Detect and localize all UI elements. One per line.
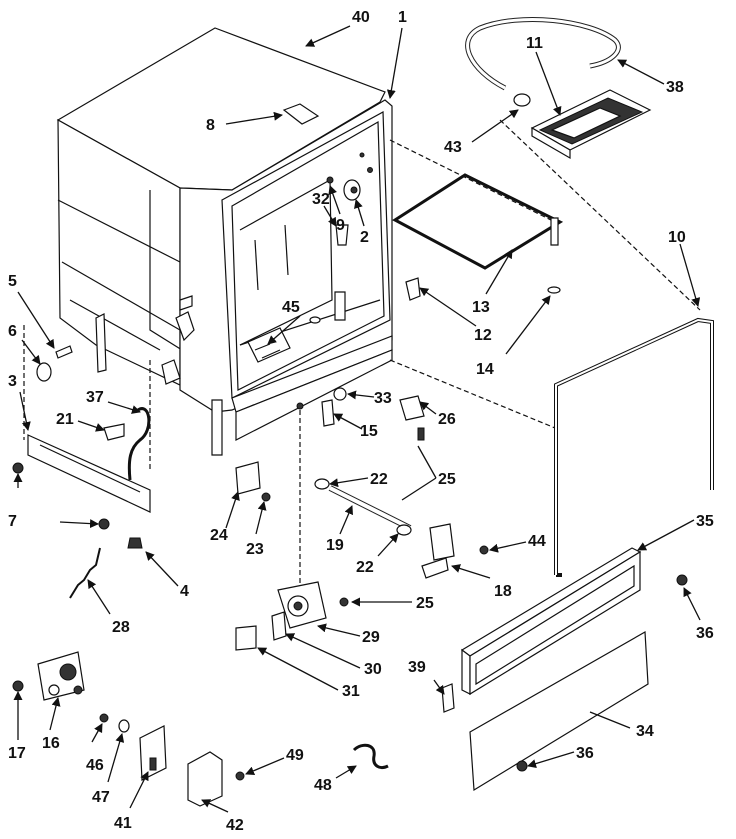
callout-40: 40: [352, 9, 370, 26]
part-21: [103, 423, 125, 441]
part-11: [530, 89, 652, 160]
part-34: [469, 630, 649, 792]
callout-17: 17: [8, 745, 26, 762]
part-44: [479, 545, 489, 555]
callout-24: 24: [210, 527, 228, 544]
callout-19: 19: [326, 537, 344, 554]
part-30: [271, 611, 287, 641]
callout-46: 46: [86, 757, 104, 774]
callout-25b: 25: [416, 595, 434, 612]
part-35: [460, 547, 642, 696]
part-8: [282, 103, 320, 125]
callout-35: 35: [696, 513, 714, 530]
callout-4: 4: [180, 583, 189, 600]
part-7: [12, 462, 24, 474]
part-46: [99, 713, 109, 723]
callout-39: 39: [408, 659, 426, 676]
callout-48: 48: [314, 777, 332, 794]
part-5: [55, 345, 73, 359]
callout-3: 3: [8, 373, 17, 390]
part-42: [187, 751, 223, 807]
callout-36: 36: [696, 625, 714, 642]
callout-33: 33: [374, 390, 392, 407]
callout-26: 26: [438, 411, 456, 428]
part-33: [333, 387, 347, 401]
part-23: [261, 492, 271, 502]
callout-41: 41: [114, 815, 132, 832]
part-12: [405, 277, 421, 301]
callout-32: 32: [312, 191, 330, 208]
part-13: [392, 173, 564, 270]
part-49: [235, 771, 245, 781]
part-24: [235, 461, 261, 495]
part-31: [235, 625, 257, 651]
part-16: [37, 651, 85, 701]
part-28: [69, 547, 101, 599]
part-3: [27, 434, 151, 513]
part-4: [127, 537, 143, 549]
callout-23: 23: [246, 541, 264, 558]
callout-labels: 40 1 11 38 8 43 32 9 2 10 5 45 13 12 6 1…: [8, 9, 714, 834]
part-18: [429, 523, 455, 561]
callout-38: 38: [666, 79, 684, 96]
callout-49: 49: [286, 747, 304, 764]
callout-45: 45: [282, 299, 300, 316]
callout-11: 11: [526, 35, 543, 52]
part-48: [352, 743, 389, 770]
callout-44: 44: [528, 533, 546, 550]
callout-37: 37: [86, 389, 104, 406]
callout-29: 29: [362, 629, 380, 646]
callout-42: 42: [226, 817, 244, 834]
callout-5: 5: [8, 273, 17, 290]
part-17: [12, 680, 24, 692]
callout-21: 21: [56, 411, 74, 428]
callout-7: 7: [8, 513, 17, 530]
part-41: [139, 725, 167, 781]
callout-47: 47: [92, 789, 110, 806]
part-6: [36, 362, 52, 382]
part-47: [118, 719, 130, 733]
leader-lines: [13, 25, 701, 813]
part-26: [399, 395, 425, 421]
part-14: [550, 217, 559, 246]
callout-10: 10: [668, 229, 686, 246]
callout-9: 9: [336, 217, 345, 234]
callout-31: 31: [342, 683, 360, 700]
alignment-lines: [23, 119, 701, 600]
part-15: [321, 399, 335, 427]
callout-34: 34: [636, 723, 654, 740]
part-43: [513, 93, 531, 107]
callout-15: 15: [360, 423, 378, 440]
callout-43: 43: [444, 139, 462, 156]
callout-2: 2: [360, 229, 369, 246]
callout-1: 1: [398, 9, 407, 26]
callout-22b: 22: [356, 559, 374, 576]
callout-13: 13: [472, 299, 490, 316]
callout-14: 14: [476, 361, 494, 378]
part-39: [441, 683, 455, 713]
part-10: [554, 317, 714, 577]
part-29: [277, 581, 327, 629]
callout-12: 12: [474, 327, 492, 344]
callout-25: 25: [438, 471, 456, 488]
callout-6: 6: [8, 323, 17, 340]
part-37: [127, 407, 151, 481]
tub-assembly: [56, 27, 393, 456]
callout-30: 30: [364, 661, 382, 678]
callout-28: 28: [112, 619, 130, 636]
callout-36b: 36: [576, 745, 594, 762]
callout-16: 16: [42, 735, 60, 752]
callout-22: 22: [370, 471, 388, 488]
callout-18: 18: [494, 583, 512, 600]
callout-8: 8: [206, 117, 215, 134]
